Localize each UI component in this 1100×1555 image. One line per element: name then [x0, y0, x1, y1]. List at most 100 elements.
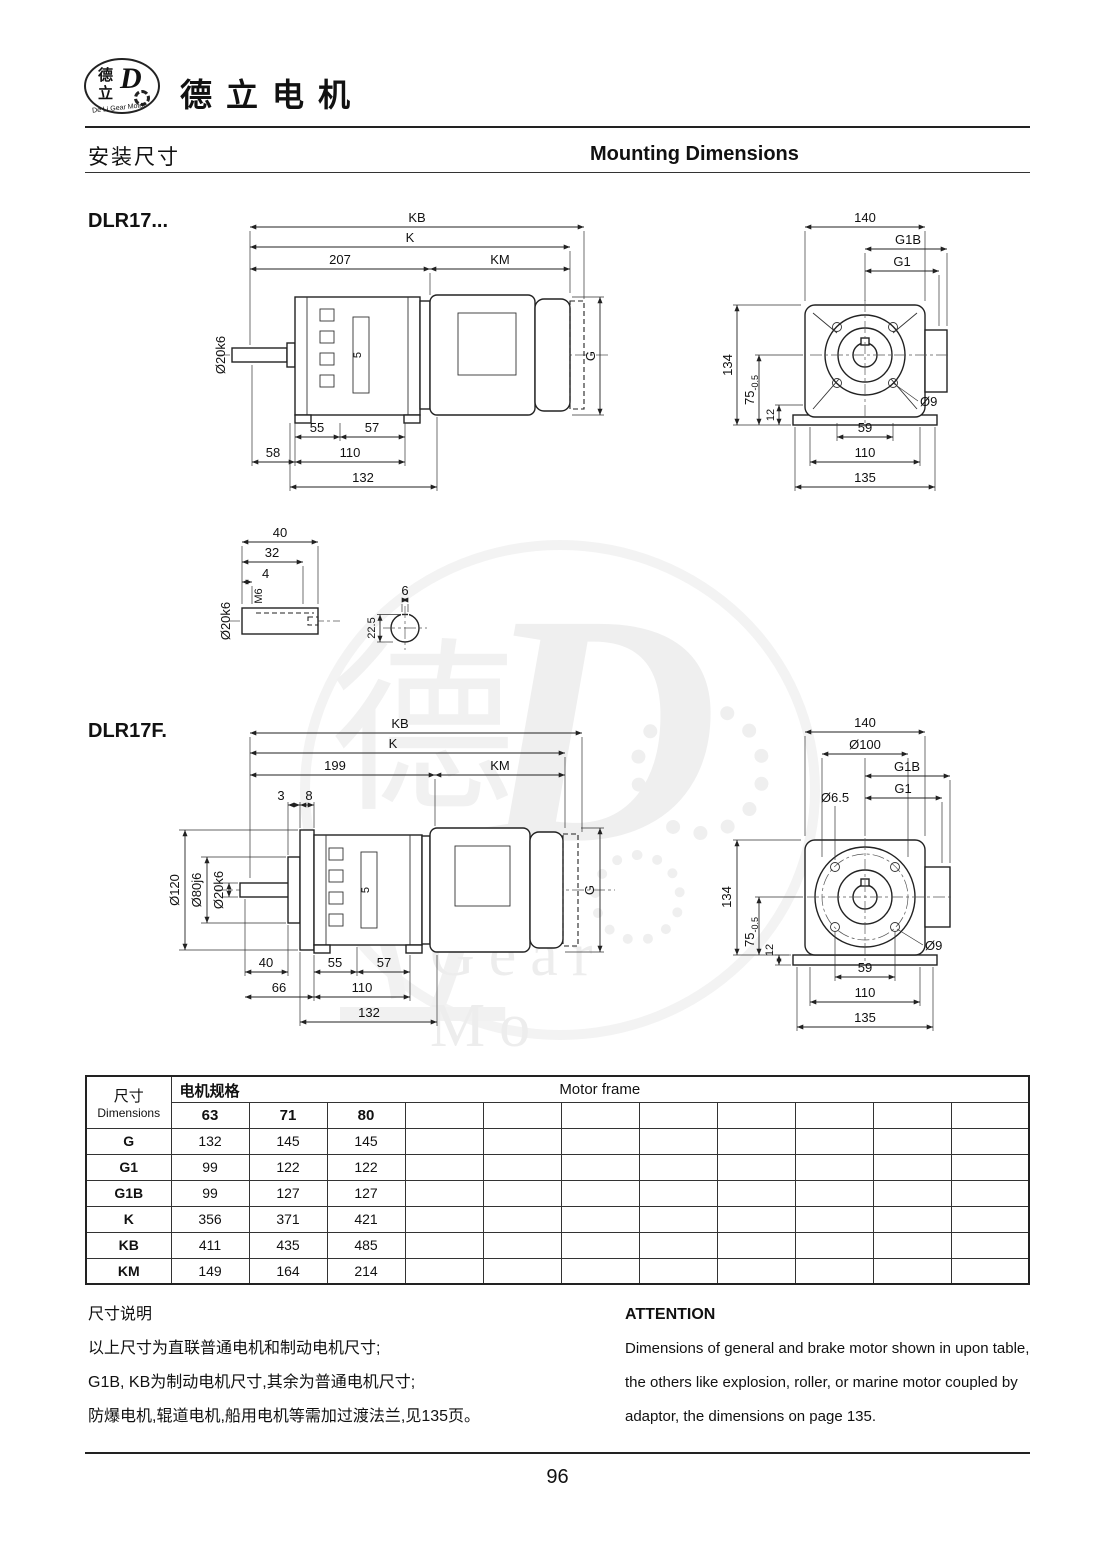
empty-cell	[950, 1231, 1030, 1259]
dim-6: 6	[401, 583, 409, 612]
notes-zh-title: 尺寸说明	[88, 1306, 153, 1323]
frame-col-63: 63	[170, 1101, 250, 1129]
empty-cell	[794, 1257, 874, 1285]
dim-bottom-row: 59 110 135	[796, 932, 934, 1031]
empty-cell	[794, 1127, 874, 1155]
cell: 421	[326, 1205, 406, 1233]
cell: 122	[326, 1153, 406, 1181]
dim-22-5: 22.5	[366, 614, 400, 643]
table-row-km: KM 149 164 214	[85, 1257, 1030, 1285]
dim-label-57: 57	[377, 955, 391, 970]
empty-cell	[560, 1179, 640, 1207]
notes-zh-line-3: 防爆电机,辊道电机,船用电机等需加过渡法兰,见135页。	[88, 1408, 481, 1425]
notes-en: ATTENTION Dimensions of general and brak…	[625, 1298, 1045, 1434]
company-logo: 德 立 D De Li Gear Motor	[84, 58, 160, 115]
logo-zh-bottom: 立	[98, 85, 114, 102]
watermark-text: Gear Mo	[430, 921, 607, 1060]
housing-outline	[792, 300, 951, 427]
dim-label-k: K	[406, 230, 415, 245]
empty-cell	[638, 1127, 718, 1155]
dim-label-g: G	[582, 885, 597, 895]
dim-g1b: G1B	[864, 232, 948, 326]
dim-4: 4	[242, 566, 269, 604]
empty-cell	[404, 1205, 484, 1233]
dim-kb: KB	[249, 210, 585, 345]
dim-label-135: 135	[854, 1010, 876, 1025]
empty-cell	[794, 1101, 874, 1129]
dim-g1: G1	[865, 781, 943, 863]
keyway-section	[383, 606, 427, 650]
dim-label-g: G	[583, 351, 598, 361]
dim-bottom-row: 40 55 57 66 110 132	[244, 899, 438, 1026]
table-row-kb: KB 411 435 485	[85, 1231, 1030, 1259]
logo-oval: 德 立 D De Li Gear Motor	[84, 58, 160, 115]
dim-75: 75-0.5	[742, 354, 803, 425]
row-label: KB	[85, 1231, 172, 1259]
empty-cell	[872, 1101, 952, 1129]
empty-cell	[716, 1153, 796, 1181]
cell: 99	[170, 1179, 250, 1207]
dim-label-40: 40	[273, 525, 287, 540]
dim-label-keyway: 5	[360, 887, 372, 893]
table-header-dimensions: 尺寸 Dimensions	[85, 1075, 172, 1129]
empty-cell	[872, 1257, 952, 1285]
dim-g: G	[572, 296, 604, 416]
dim-207-km: 207 KM	[250, 252, 570, 295]
motor-frame-label-en: Motor frame	[559, 1080, 641, 1098]
empty-cell	[950, 1153, 1030, 1181]
dim-75: 75-0.5	[742, 896, 803, 955]
dim-label-55: 55	[310, 420, 324, 435]
notes-zh: 尺寸说明 以上尺寸为直联普通电机和制动电机尺寸; G1B, KB为制动电机尺寸,…	[88, 1298, 480, 1434]
dim-32: 32	[242, 545, 304, 604]
cell: 411	[170, 1231, 250, 1259]
cell: 145	[326, 1127, 406, 1155]
dim-g1: G1	[865, 254, 940, 326]
empty-cell	[404, 1101, 484, 1129]
dim-hole-dia: Ø9	[892, 382, 937, 409]
dim-label-o120: Ø120	[167, 874, 182, 906]
empty-cell	[872, 1127, 952, 1155]
empty-cell	[404, 1127, 484, 1155]
empty-cell	[794, 1153, 874, 1181]
cell: 164	[248, 1257, 328, 1285]
cell: 145	[248, 1127, 328, 1155]
notes-zh-line-2: G1B, KB为制动电机尺寸,其余为普通电机尺寸;	[88, 1374, 416, 1391]
empty-cell	[638, 1153, 718, 1181]
dim-label-12: 12	[764, 944, 776, 956]
dim-k: K	[250, 230, 571, 293]
dim-label-o100: Ø100	[849, 737, 881, 752]
empty-cell	[950, 1205, 1030, 1233]
gearmotor-outline	[231, 294, 585, 424]
dim-label-59: 59	[858, 960, 872, 975]
dim-label-kb: KB	[391, 716, 408, 731]
empty-cell	[482, 1231, 562, 1259]
dim-label-59: 59	[858, 420, 872, 435]
row-label: G	[85, 1127, 172, 1155]
empty-cell	[716, 1127, 796, 1155]
table-header-motor-frame: 电机规格 Motor frame	[170, 1075, 1030, 1103]
empty-cell	[872, 1153, 952, 1181]
drawing-dlr17-side-view: KB K 207 KM G Ø20k6 5 55 57 58 110 132	[213, 210, 610, 491]
gearmotor-outline	[239, 827, 579, 954]
table-header-row-2: 63 71 80	[86, 1101, 1030, 1129]
notes-en-line-3: adaptor, the dimensions on page 135.	[625, 1408, 877, 1425]
empty-cell	[638, 1101, 718, 1129]
empty-cell	[794, 1231, 874, 1259]
dim-label-132: 132	[352, 470, 374, 485]
cell: 356	[170, 1205, 250, 1233]
row-label: KM	[85, 1257, 172, 1285]
dim-label-75: 75-0.5	[742, 917, 760, 947]
dim-label-o6-5: Ø6.5	[821, 790, 849, 805]
company-name: 德立电机	[180, 77, 365, 113]
dim-label-110: 110	[855, 445, 876, 460]
dim-label-kb: KB	[408, 210, 425, 225]
page-title-en: Mounting Dimensions	[590, 143, 799, 165]
page-title-zh: 安装尺寸	[88, 146, 180, 169]
empty-cell	[482, 1127, 562, 1155]
dim-label-km: KM	[490, 758, 510, 773]
empty-cell	[872, 1231, 952, 1259]
empty-cell	[638, 1205, 718, 1233]
dim-label-110: 110	[340, 445, 361, 460]
empty-cell	[794, 1205, 874, 1233]
notes-en-line-2: the others like explosion, roller, or ma…	[625, 1374, 1018, 1391]
